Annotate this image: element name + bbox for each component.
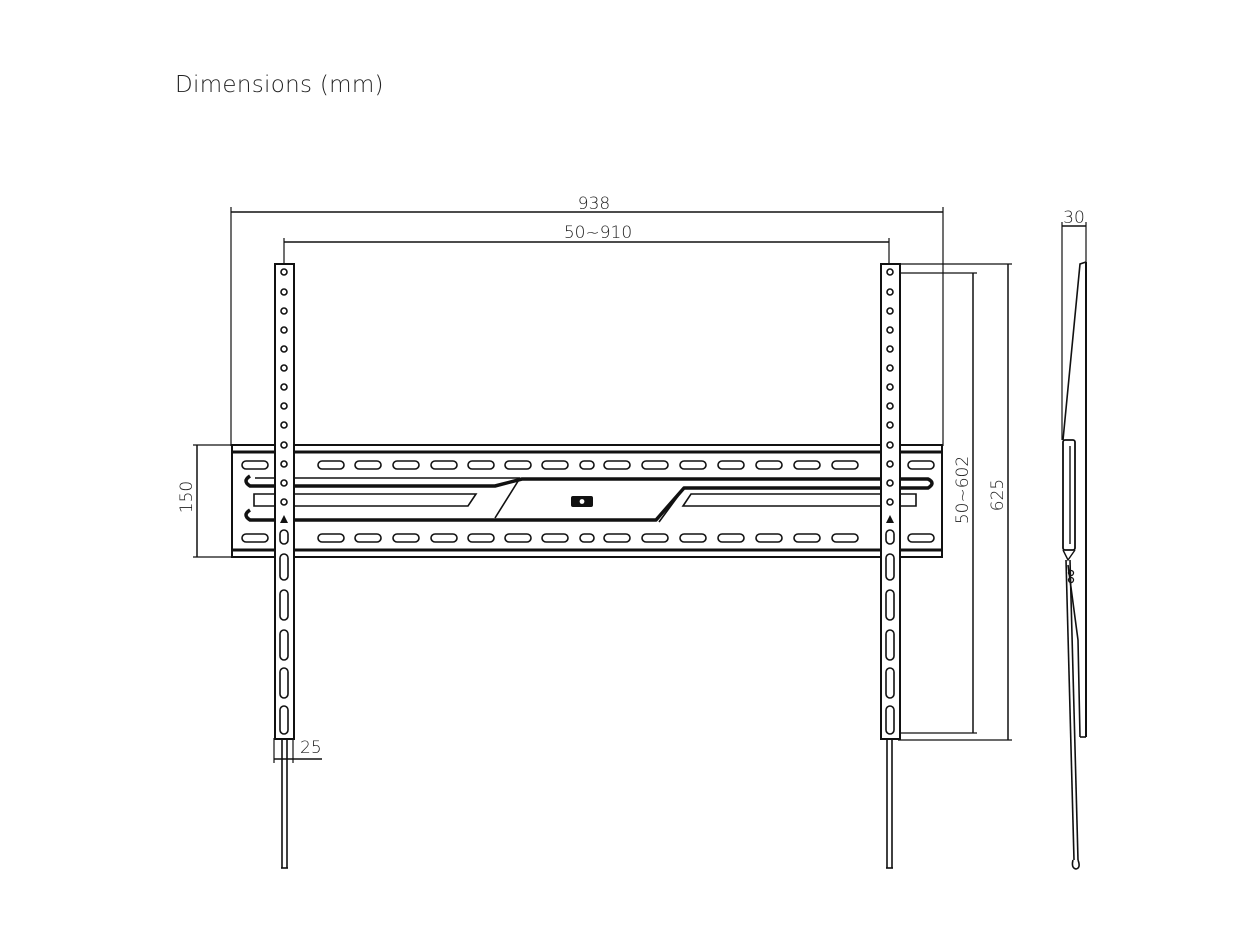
label-vesa-width: 50~910 (564, 223, 632, 243)
up-arrow-icon (886, 515, 894, 523)
label-arm-width: 25 (300, 738, 322, 758)
right-arm (880, 263, 901, 869)
wall-plate (231, 444, 943, 558)
page-title: Dimensions (mm) (175, 72, 384, 98)
label-vesa-height: 50~602 (953, 456, 973, 524)
slot-row-bottom (241, 533, 935, 543)
label-depth: 30 (1063, 208, 1085, 228)
dim-plate-height: 150 (177, 444, 232, 558)
side-view (1062, 261, 1087, 870)
left-arm (274, 263, 295, 869)
label-overall-height: 625 (988, 479, 1008, 511)
up-arrow-icon (280, 515, 288, 523)
slot-row-top (241, 460, 935, 470)
dim-vesa-height: 50~602 (893, 272, 977, 734)
label-overall-width: 938 (578, 194, 610, 214)
dim-overall-height: 625 (898, 263, 1012, 741)
dim-vesa-width: 50~910 (283, 223, 890, 272)
dim-overall-width: 938 (230, 194, 944, 446)
dim-depth: 30 (1061, 208, 1087, 440)
label-plate-height: 150 (177, 481, 197, 513)
